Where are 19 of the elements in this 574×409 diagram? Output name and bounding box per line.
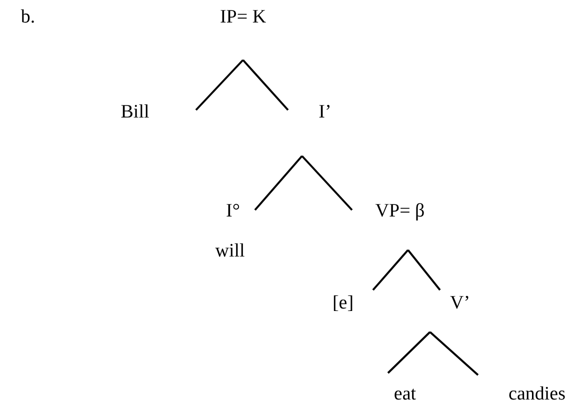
tree-node-label: VP= β [375, 202, 425, 222]
tree-branch [407, 249, 441, 291]
tree-node-label: I’ [318, 102, 332, 124]
tree-branch [372, 249, 409, 291]
tree-branch [195, 59, 244, 111]
tree-node-label: [e] [332, 294, 354, 314]
tree-branch [387, 331, 431, 374]
tree-node-label: V’ [450, 294, 470, 314]
tree-branch [242, 59, 289, 111]
tree-node-label: IP= K [220, 8, 266, 28]
tree-node-label: Bill [120, 102, 150, 124]
lexical-item: will [215, 242, 245, 262]
tree-node-label: candies [508, 384, 566, 406]
tree-branch [429, 331, 479, 376]
example-label: b. [20, 8, 36, 28]
tree-node-label: eat [394, 384, 416, 406]
tree-branch [301, 155, 353, 211]
tree-node-label: I° [226, 202, 240, 222]
tree-branch [254, 155, 303, 211]
